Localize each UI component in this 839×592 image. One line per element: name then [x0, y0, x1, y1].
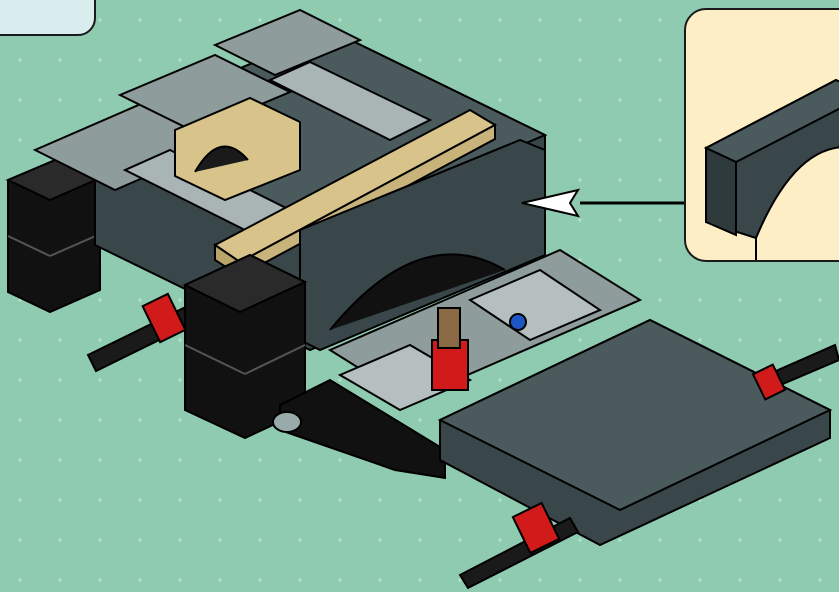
parts-callout — [684, 8, 839, 262]
callout-arrow — [522, 190, 684, 216]
left-black-tower — [8, 158, 100, 312]
dark-gray-arch-part — [686, 10, 839, 262]
